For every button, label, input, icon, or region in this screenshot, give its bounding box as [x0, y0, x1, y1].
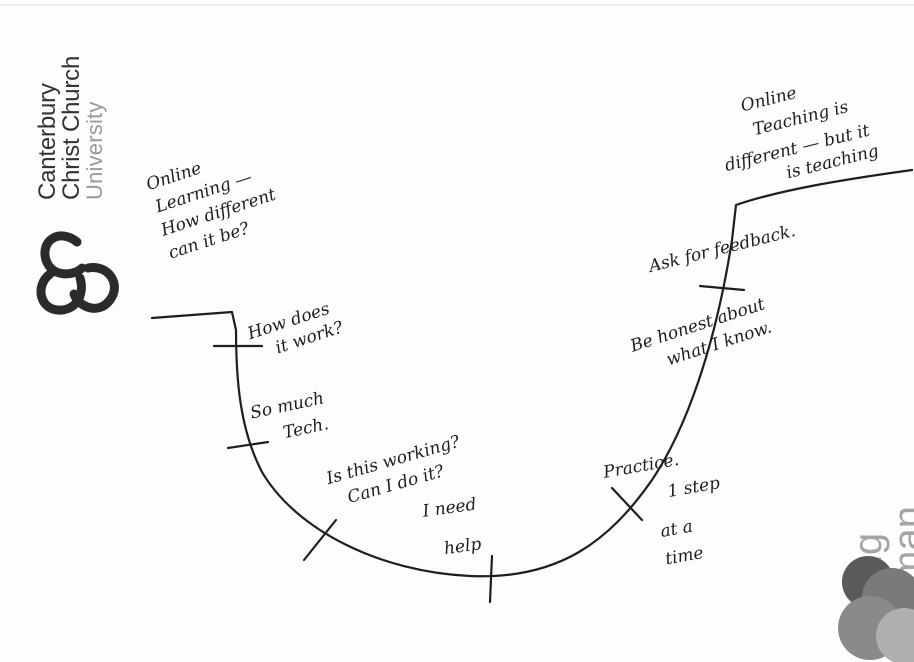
note-i-need-help: I need help: [420, 494, 483, 559]
svg-text:Practice.: Practice.: [601, 450, 681, 483]
note-practice: Practice. 1 step at a time: [601, 450, 722, 570]
svg-text:Ask for feedback.: Ask for feedback.: [645, 221, 798, 277]
note-be-honest: Be honest about what I know.: [627, 294, 774, 370]
svg-text:I need: I need: [420, 494, 477, 521]
note-ask-for-feedback: Ask for feedback.: [645, 221, 798, 277]
u-curve: [150, 168, 914, 578]
svg-text:1 step: 1 step: [666, 473, 722, 502]
svg-text:at a: at a: [659, 517, 694, 542]
being-human-logo: Being Human: [820, 390, 914, 662]
svg-text:Tech.: Tech.: [281, 414, 330, 443]
tick-mark: [488, 554, 494, 604]
tick-mark: [698, 284, 746, 292]
university-logo: Canterbury Christ Church University: [18, 20, 128, 320]
svg-text:help: help: [443, 534, 483, 559]
tick-mark: [610, 486, 644, 522]
note-so-much-tech: So much Tech.: [249, 388, 331, 443]
tick-mark: [226, 440, 270, 450]
trefoil-logo-icon: [36, 231, 119, 315]
scan-top-edge: [0, 4, 914, 6]
note-how-does-it-work: How does it work?: [244, 299, 346, 358]
svg-text:time: time: [664, 543, 705, 569]
tick-mark: [302, 518, 338, 562]
note-online-learning: Online Learning — How different can it b…: [144, 158, 279, 263]
heads-silhouette-icon: [838, 556, 914, 662]
